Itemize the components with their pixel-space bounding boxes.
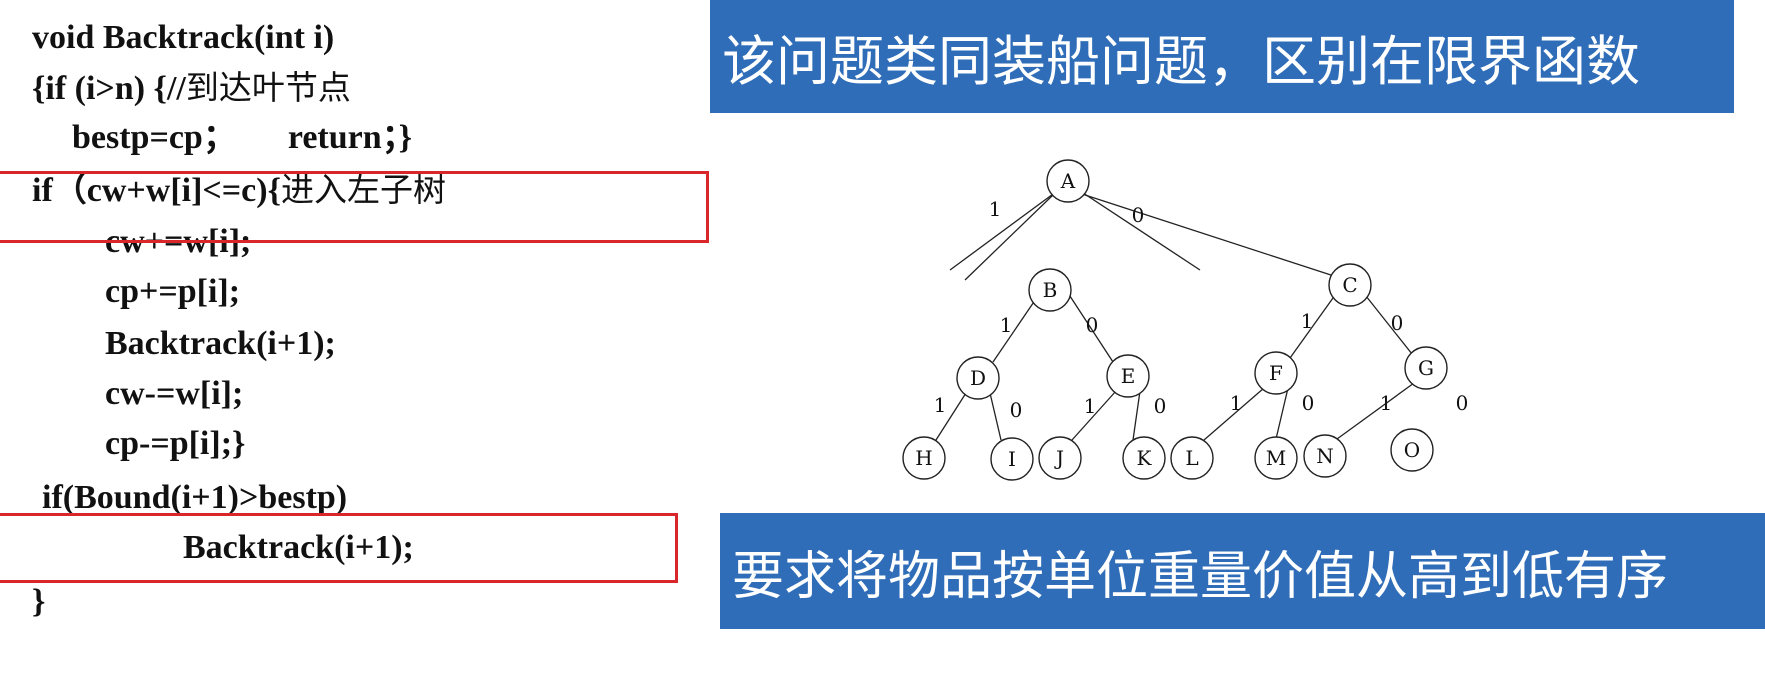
node-label-D: D [970,366,986,390]
node-L [1170,436,1214,480]
tree-edge-labels: 1 0 1 0 1 0 1 0 1 0 1 0 1 0 [934,197,1469,422]
node-label-I: I [1008,447,1016,471]
edge-F-M-line [1275,387,1289,440]
edge-G-N-line [1336,382,1415,440]
tree-node-labels: A B C D E F G H I J K L M N O [915,169,1434,471]
node-label-C: C [1342,273,1357,297]
tree-edges-main [935,193,1415,441]
node-label-H: H [915,446,932,470]
tree-nodes [902,159,1448,481]
edge-label-A-B: 1 [989,197,1002,221]
edge-E-J-line [1071,390,1117,441]
node-label-G: G [1418,356,1434,380]
node-F [1254,351,1298,395]
code-line-1: void Backtrack(int i) [32,19,335,56]
edge-A-C-line [1081,193,1335,277]
edge-C-F-line [1289,290,1339,359]
code-line-7: Backtrack(i+1); [105,325,336,362]
edge-label-F-M: 0 [1302,391,1315,415]
tree-edges [949,182,1201,271]
code-line-10: if(Bound(i+1)>bestp) [42,479,348,516]
edge-label-C-G: 0 [1391,311,1404,335]
edge-A-B-line [964,193,1055,281]
comment-left-subtree: 进入左子树 [281,170,446,209]
edge-E-K-line [1132,390,1141,441]
node-label-A: A [1060,169,1076,193]
node-C [1328,263,1372,307]
node-A [1046,159,1090,203]
node-label-B: B [1043,278,1058,302]
node-K [1122,436,1166,480]
banner-bottom-text: 要求将物品按单位重量价值从高到低有序 [732,546,1669,607]
code-line-12: } [32,583,46,620]
edge-label-G-O: 0 [1456,391,1469,415]
banner-top: 该问题类同装船问题，区别在限界函数 [710,0,1734,113]
node-G [1404,346,1448,390]
code-line-3: bestp=cp； return；} [72,119,413,156]
comment-leaf: 到达叶节点 [185,68,351,107]
edge-label-A-C: 0 [1132,203,1145,227]
node-label-O: O [1404,438,1420,462]
banner-bottom: 要求将物品按单位重量价值从高到低有序 [720,513,1765,629]
edge-D-I-line [989,392,1002,441]
node-N [1303,434,1347,478]
edge-F-L-line [1203,387,1265,441]
node-label-E: E [1121,364,1136,388]
node-label-F: F [1269,361,1283,385]
edge-C-G-line [1361,290,1413,355]
solution-tree-diagram: A B C D E F G H I J K L M N O 1 0 1 0 1 … [902,159,1469,481]
node-label-N: N [1316,444,1334,468]
edge-label-D-I: 0 [1010,398,1023,422]
node-label-M: M [1266,446,1286,470]
edge-A-B [949,182,1069,271]
edge-label-C-F: 1 [1301,309,1314,333]
code-line-6: cp+=p[i]; [105,273,241,310]
code-line-8: cw-=w[i]; [105,375,244,412]
node-M [1254,436,1298,480]
node-I [990,437,1034,481]
edge-label-F-L: 1 [1230,391,1243,415]
edge-A-C [1067,182,1201,271]
node-J [1038,436,1082,480]
edge-label-E-K: 0 [1154,394,1167,418]
code-line-11: Backtrack(i+1); [183,529,414,566]
node-label-L: L [1185,446,1198,470]
node-label-J: J [1054,446,1064,470]
highlight-box-left-subtree [0,171,709,243]
code-line-9: cp-=p[i];} [105,425,246,462]
code-line-4: if（cw+w[i]<=c){进入左子树 [32,170,446,209]
node-B [1028,268,1072,312]
highlight-box-bound [0,513,678,583]
node-label-K: K [1137,446,1153,470]
banner-top-text: 该问题类同装船问题，区别在限界函数 [722,30,1640,93]
edge-label-B-E: 0 [1086,313,1099,337]
edge-label-E-J: 1 [1084,394,1097,418]
node-D [956,356,1000,400]
edge-label-D-H: 1 [934,393,947,417]
node-O [1390,428,1434,472]
edge-D-H-line [935,392,967,441]
edge-label-B-D: 1 [1000,313,1013,337]
node-H [902,436,946,480]
edge-B-E-line [1065,289,1114,363]
code-line-2: {if (i>n) {//到达叶节点 [32,68,351,107]
edge-label-G-N: 1 [1380,391,1393,415]
node-E [1106,354,1150,398]
